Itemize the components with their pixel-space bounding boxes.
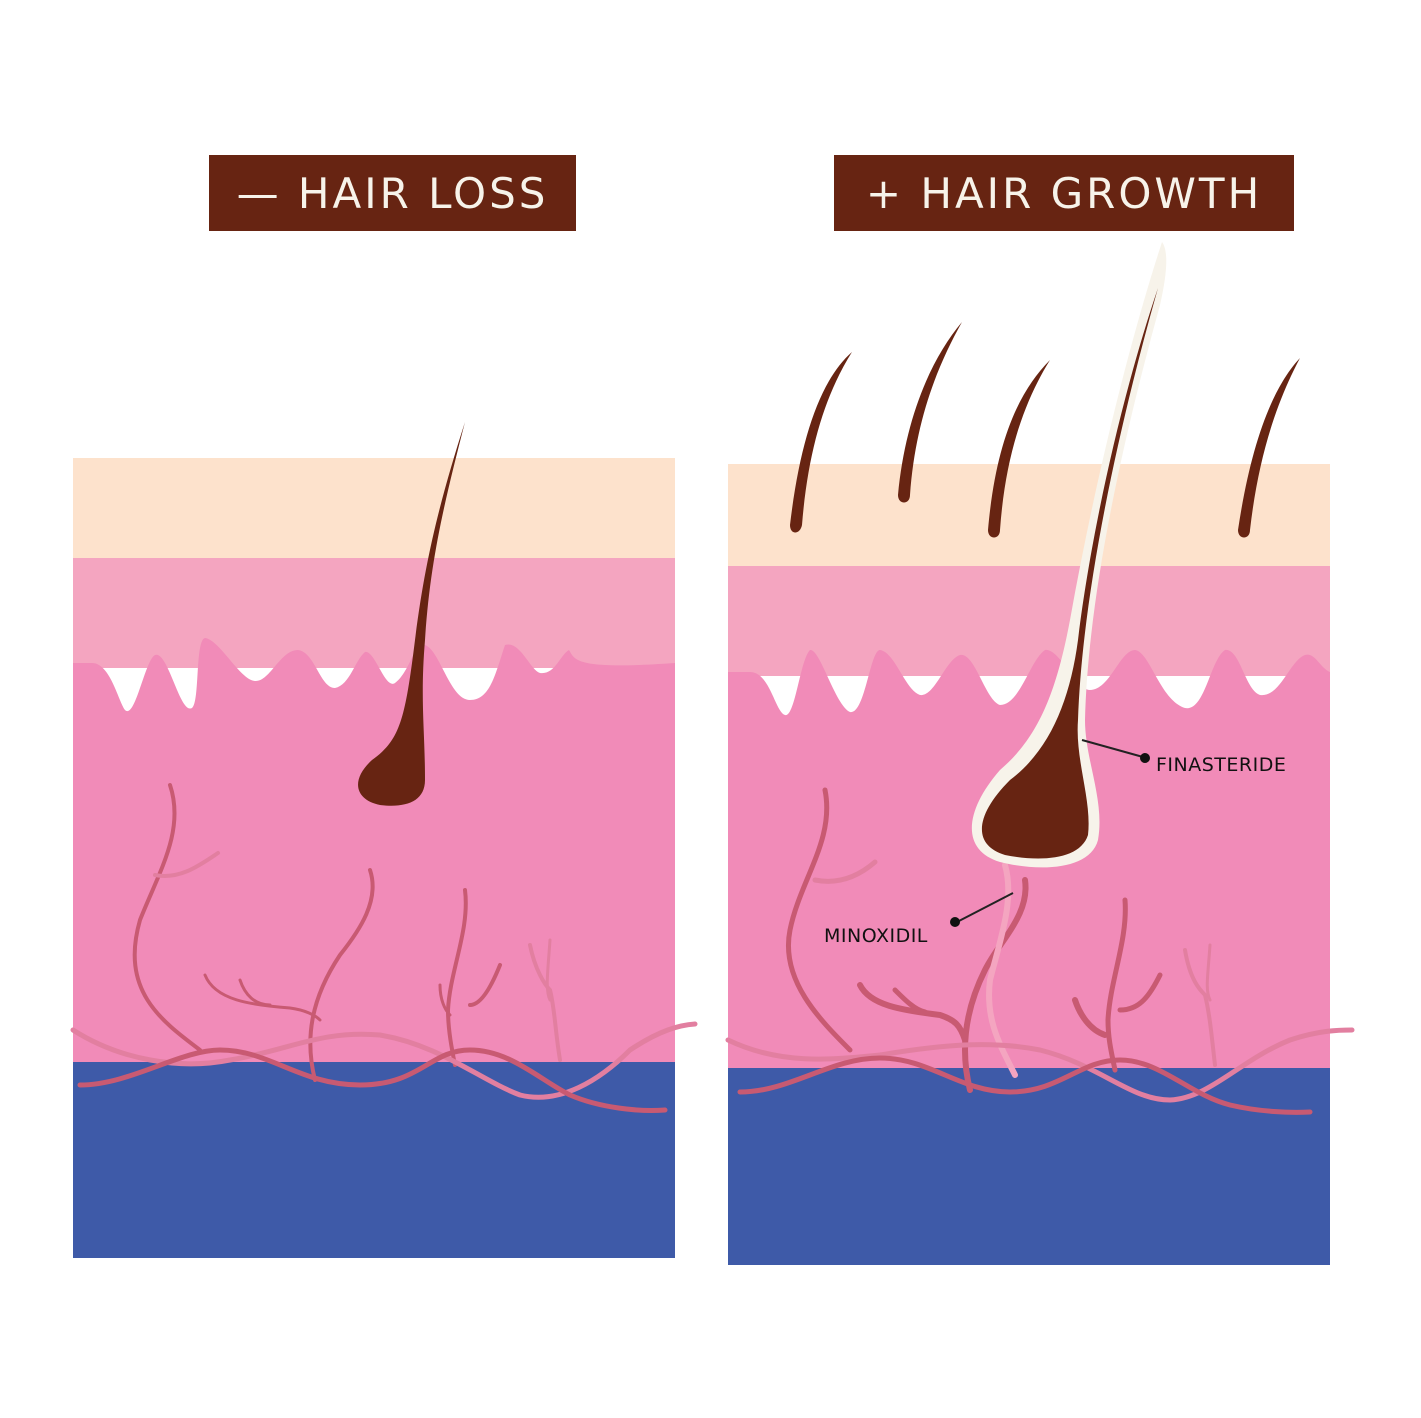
minoxidil-leader-dot xyxy=(950,917,960,927)
finasteride-leader-line xyxy=(1081,739,1144,758)
minoxidil-leader-line xyxy=(956,892,1014,923)
hair-loss-title: — HAIR LOSS xyxy=(209,155,576,231)
blood-vessels xyxy=(70,783,698,1113)
hair-growth-skin-panel xyxy=(725,242,1355,1265)
subcutis-layer xyxy=(728,1068,1330,1265)
epidermis-layer xyxy=(728,464,1330,566)
dermis-layer xyxy=(73,638,675,1062)
epidermis-layer xyxy=(73,458,675,558)
minoxidil-label: MINOXIDIL xyxy=(824,925,928,947)
hair-loss-skin-panel xyxy=(70,422,698,1258)
hair-outline xyxy=(971,242,1167,868)
short-hair xyxy=(790,352,852,533)
subcutis-layer xyxy=(73,1062,675,1258)
thin-hair-shaft xyxy=(358,422,465,806)
finasteride-label: FINASTERIDE xyxy=(1156,754,1287,776)
annotation-leaders xyxy=(950,739,1150,927)
short-hairs xyxy=(790,322,1300,538)
thick-hair-shaft xyxy=(981,288,1158,859)
upper-dermis-layer xyxy=(73,558,675,668)
blood-vessels xyxy=(725,787,1355,1115)
short-hair xyxy=(898,322,962,503)
short-hair xyxy=(988,360,1050,538)
short-hair xyxy=(1238,358,1300,538)
hair-growth-title: + HAIR GROWTH xyxy=(834,155,1294,231)
finasteride-leader-dot xyxy=(1140,753,1150,763)
